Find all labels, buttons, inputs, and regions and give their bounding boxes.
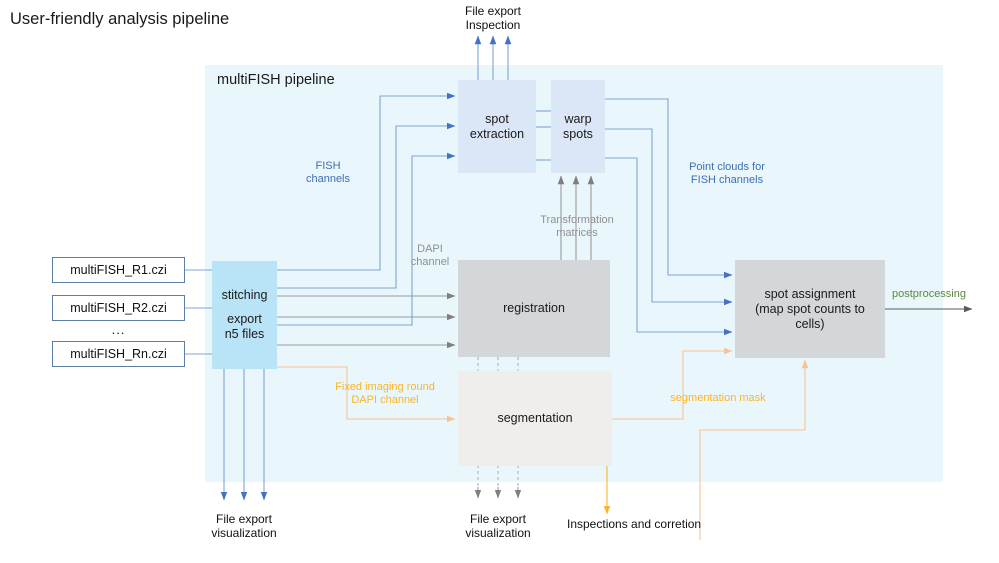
node-stitching[interactable]: stitching export n5 files <box>212 261 277 369</box>
output-label-top-inspection: File export Inspection <box>464 4 522 32</box>
node-warp-spots[interactable]: warp spots <box>551 80 605 173</box>
node-stitching-line3: n5 files <box>224 327 265 341</box>
edge-label-point-clouds: Point clouds for FISH channels <box>689 161 765 186</box>
output-label-inspections-correction: Inspections and corretion <box>567 517 702 531</box>
edge-label-fish-channels: FISH channels <box>305 160 351 185</box>
node-segmentation[interactable]: segmentation <box>458 371 612 466</box>
edge-label-postprocessing: postprocessing <box>892 288 966 300</box>
node-spot-assignment-line1: spot assignment <box>764 286 856 301</box>
input-files-ellipsis: ... <box>111 322 126 337</box>
edge-label-fixed-imaging-round: Fixed imaging round DAPI channel <box>335 381 435 406</box>
input-file-n[interactable]: multiFISH_Rn.czi <box>52 341 185 367</box>
page-title: User-friendly analysis pipeline <box>10 10 230 28</box>
node-registration[interactable]: registration <box>458 260 610 357</box>
node-spot-assignment-line3: cells) <box>795 316 825 331</box>
node-warp-spots-line2: spots <box>563 126 593 141</box>
edge-label-segmentation-mask: segmentation mask <box>670 392 766 404</box>
node-spot-assignment-line2: (map spot counts to <box>755 301 865 316</box>
input-file-n-label: multiFISH_Rn.czi <box>70 347 167 361</box>
node-warp-spots-line1: warp <box>564 111 592 126</box>
node-stitching-line2: export <box>227 312 262 326</box>
input-file-1[interactable]: multiFISH_R1.czi <box>52 257 185 283</box>
output-label-registration-export: File export visualization <box>465 512 531 540</box>
pipeline-title: multiFISH pipeline <box>217 72 335 88</box>
output-label-stitching-export: File export visualization <box>211 512 277 540</box>
input-file-2[interactable]: multiFISH_R2.czi <box>52 295 185 321</box>
node-spot-assignment[interactable]: spot assignment (map spot counts to cell… <box>735 260 885 358</box>
input-file-2-label: multiFISH_R2.czi <box>70 301 167 315</box>
input-file-1-label: multiFISH_R1.czi <box>70 263 167 277</box>
node-stitching-line1: stitching <box>221 288 268 302</box>
edge-label-transformation-matrices: Transformation matrices <box>540 214 614 239</box>
edge-label-dapi-channel: DAPI channel <box>410 243 450 268</box>
node-spot-extraction-line1: spot <box>485 111 509 126</box>
node-spot-extraction[interactable]: spot extraction <box>458 80 536 173</box>
node-segmentation-label: segmentation <box>497 411 573 425</box>
node-registration-label: registration <box>503 301 565 315</box>
node-spot-extraction-line2: extraction <box>469 126 525 141</box>
